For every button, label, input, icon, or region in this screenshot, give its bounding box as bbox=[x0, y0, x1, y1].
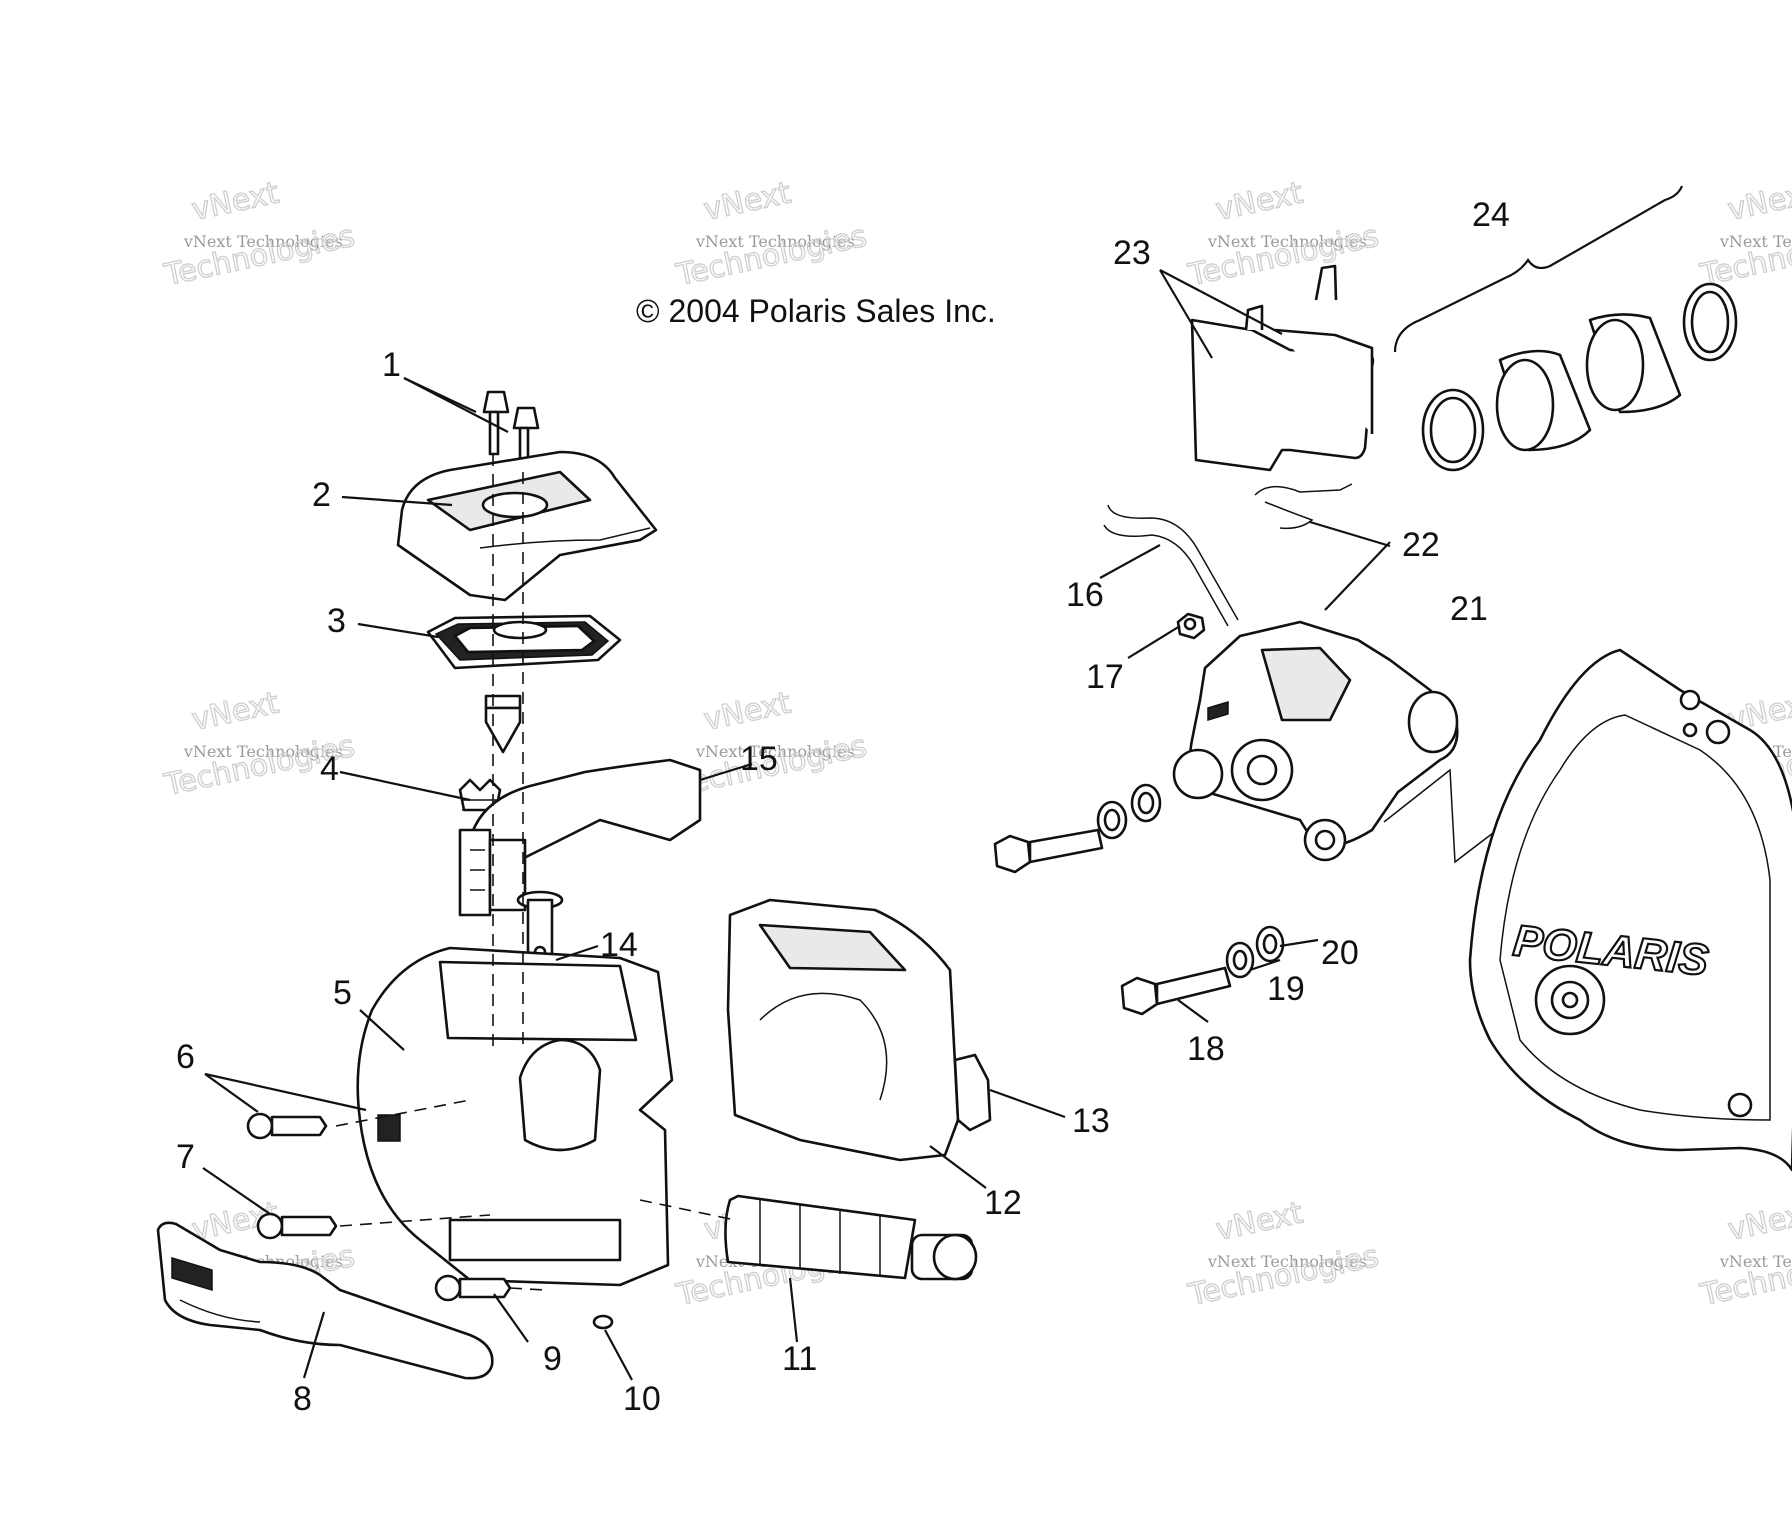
watermark-bottom-line: Technologies bbox=[1697, 1239, 1792, 1314]
watermark-brand-small: vNext Technologies bbox=[1207, 1252, 1367, 1271]
callout-12: 12 bbox=[984, 1184, 1022, 1222]
part-13-gasket bbox=[953, 1053, 992, 1132]
part-15-lever-bracket bbox=[458, 758, 702, 917]
master-cylinder-piston bbox=[484, 694, 522, 754]
chaincase-cover: POLARIS bbox=[1468, 648, 1792, 1172]
part-14-pin bbox=[516, 890, 564, 960]
watermark-top-line: vNext bbox=[189, 175, 282, 228]
callout-10: 10 bbox=[623, 1380, 661, 1418]
callout-22: 22 bbox=[1402, 526, 1440, 564]
part-24-caliper-pistons-seals bbox=[1393, 185, 1738, 472]
part-22-clip bbox=[1254, 483, 1353, 530]
watermark-bottom-line: Technologies bbox=[1185, 219, 1382, 294]
callout-16: 16 bbox=[1066, 576, 1104, 614]
part-5-master-cylinder-body bbox=[356, 946, 674, 1287]
watermark-bottom-line: Technologies bbox=[161, 219, 358, 294]
part-3-diaphragm bbox=[426, 614, 622, 670]
part-17-bleeder-valve bbox=[1176, 612, 1206, 640]
watermark-top-line: vNext bbox=[189, 685, 282, 738]
watermark-brand-small: vNext Technologies bbox=[1207, 232, 1367, 251]
callout-18: 18 bbox=[1187, 1030, 1225, 1068]
callout-8: 8 bbox=[293, 1380, 312, 1418]
callout-1: 1 bbox=[382, 346, 401, 384]
watermark-brand-small: vNext Technologies bbox=[695, 232, 855, 251]
callout-17: 17 bbox=[1086, 658, 1124, 696]
callout-14: 14 bbox=[600, 926, 638, 964]
callout-3: 3 bbox=[327, 602, 346, 640]
callout-labels: 1 2 3 4 5 6 7 8 9 10 11 12 13 14 15 16 1… bbox=[176, 196, 1510, 1418]
callout-9: 9 bbox=[543, 1340, 562, 1378]
callout-2: 2 bbox=[312, 476, 331, 514]
watermark-brand-small: vNext Technologies bbox=[183, 742, 343, 761]
callout-11: 11 bbox=[782, 1340, 817, 1378]
watermark-bottom-line: Technologies bbox=[673, 219, 870, 294]
callout-15: 15 bbox=[740, 740, 778, 778]
part-11-grip-sleeve bbox=[724, 1194, 978, 1281]
part-8-brake-lever bbox=[156, 1221, 494, 1380]
watermark-brand-small: vNext Technologies bbox=[1719, 1252, 1792, 1271]
caliper-washers-upper bbox=[1096, 783, 1162, 840]
watermark-top-line: vNext bbox=[1725, 175, 1792, 228]
watermark-top-line: vNext bbox=[1213, 175, 1306, 228]
callout-7: 7 bbox=[176, 1138, 195, 1176]
callout-6: 6 bbox=[176, 1038, 195, 1076]
part-10-washer bbox=[592, 1314, 614, 1330]
part-2-reservoir-cover bbox=[396, 450, 658, 602]
callout-23: 23 bbox=[1113, 234, 1151, 272]
watermark-top-line: vNext bbox=[1725, 1195, 1792, 1248]
part-20-washer bbox=[1255, 925, 1285, 963]
callout-20: 20 bbox=[1321, 934, 1359, 972]
caliper-mount-link-line bbox=[1383, 768, 1511, 864]
callout-4: 4 bbox=[320, 750, 339, 788]
part-12-cover-housing bbox=[726, 898, 960, 1162]
part-16-brake-line bbox=[1103, 504, 1239, 627]
watermark-bottom-line: Technologies bbox=[1185, 1239, 1382, 1314]
leader-lines bbox=[202, 269, 1391, 1381]
part-9-screw bbox=[434, 1274, 512, 1302]
part-23-brake-pads bbox=[1190, 264, 1375, 472]
callout-21: 21 bbox=[1450, 590, 1488, 628]
copyright-notice: © 2004 Polaris Sales Inc. bbox=[636, 293, 996, 329]
part-21-brake-caliper bbox=[1172, 620, 1459, 862]
watermark-brand-small: vNext Technologies bbox=[183, 232, 343, 251]
watermark-bottom-line: Technologies bbox=[1697, 219, 1792, 294]
part-18-caliper-bolt bbox=[1120, 966, 1232, 1016]
callout-24: 24 bbox=[1472, 196, 1510, 234]
part-6-screw bbox=[246, 1112, 328, 1140]
watermark-top-line: vNext bbox=[1213, 1195, 1306, 1248]
watermark-top-line: vNext bbox=[701, 685, 794, 738]
part-19-washer bbox=[1225, 941, 1255, 979]
watermark-brand-small: vNext Technologies bbox=[695, 742, 855, 761]
part-7-screw bbox=[256, 1212, 338, 1240]
callout-5: 5 bbox=[333, 974, 352, 1012]
callout-19: 19 bbox=[1267, 970, 1305, 1008]
watermark-brand-small: vNext Technologies bbox=[1719, 232, 1792, 251]
callout-13: 13 bbox=[1072, 1102, 1110, 1140]
watermark-top-line: vNext bbox=[701, 175, 794, 228]
caliper-mount-bolt-upper bbox=[993, 828, 1104, 874]
